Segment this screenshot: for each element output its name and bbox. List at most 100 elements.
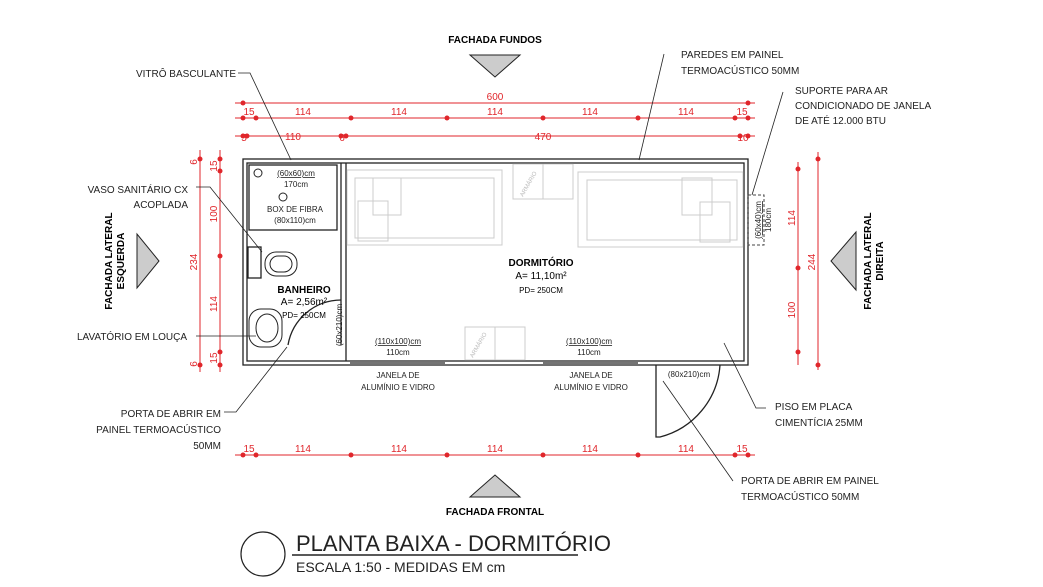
wardrobe-bottom: ARMÁRIO [464, 326, 526, 361]
svg-text:114: 114 [487, 107, 503, 118]
svg-text:15: 15 [243, 444, 255, 455]
sink [248, 308, 283, 348]
svg-text:(80x110)cm: (80x110)cm [274, 216, 316, 225]
svg-text:TERMOACÚSTICO 50MM: TERMOACÚSTICO 50MM [741, 490, 859, 503]
svg-text:170cm: 170cm [284, 180, 308, 189]
svg-text:A= 2,56m²: A= 2,56m² [281, 297, 328, 308]
svg-text:(60x210)cm: (60x210)cm [335, 304, 344, 347]
svg-text:114: 114 [787, 210, 798, 226]
facade-left-label-1: FACHADA LATERAL [104, 212, 115, 309]
shower-box [248, 164, 338, 231]
svg-text:110cm: 110cm [577, 348, 601, 357]
svg-text:15: 15 [243, 107, 255, 118]
svg-text:PISO EM PLACA: PISO EM PLACA [775, 402, 853, 413]
ac-support [747, 194, 765, 246]
svg-text:110cm: 110cm [386, 348, 410, 357]
wardrobe-top: ARMÁRIO [512, 163, 574, 200]
svg-text:15: 15 [736, 444, 748, 455]
svg-text:114: 114 [582, 444, 598, 455]
svg-text:JANELA DE: JANELA DE [376, 371, 419, 380]
svg-text:PORTA DE ABRIR EM PAINEL: PORTA DE ABRIR EM PAINEL [741, 476, 879, 487]
callouts: VITRÔ BASCULANTE PAREDES EM PAINEL TERMO… [77, 50, 931, 503]
svg-text:234: 234 [189, 253, 200, 270]
svg-text:LAVATÓRIO EM LOUÇA: LAVATÓRIO EM LOUÇA [77, 330, 187, 343]
svg-text:50MM: 50MM [193, 441, 221, 452]
drawing-scale: ESCALA 1:50 - MEDIDAS EM cm [296, 559, 505, 575]
svg-text:(60x60)cm: (60x60)cm [277, 169, 315, 178]
bed-left [346, 169, 503, 246]
svg-text:114: 114 [678, 444, 694, 455]
svg-text:114: 114 [678, 107, 694, 118]
facade-back-label: FACHADA FUNDOS [448, 35, 542, 46]
svg-text:244: 244 [807, 253, 818, 270]
facade-front-label: FACHADA FRONTAL [446, 507, 544, 518]
svg-text:CIMENTÍCIA 25MM: CIMENTÍCIA 25MM [775, 416, 863, 429]
svg-text:ARMÁRIO: ARMÁRIO [519, 170, 539, 198]
svg-text:(110x100)cm: (110x100)cm [375, 337, 421, 346]
svg-text:A= 11,10m²: A= 11,10m² [515, 271, 567, 282]
facade-front-arrow [468, 474, 522, 498]
svg-text:PORTA DE ABRIR EM: PORTA DE ABRIR EM [121, 409, 221, 420]
svg-text:15: 15 [209, 160, 220, 172]
walls [242, 158, 749, 366]
svg-text:180cm: 180cm [764, 208, 773, 232]
svg-text:ALUMÍNIO E VIDRO: ALUMÍNIO E VIDRO [361, 383, 435, 392]
svg-text:5: 5 [241, 133, 247, 144]
svg-text:CONDICIONADO DE JANELA: CONDICIONADO DE JANELA [795, 101, 931, 112]
svg-text:6: 6 [339, 133, 345, 144]
svg-text:114: 114 [209, 296, 220, 312]
svg-text:ARMÁRIO: ARMÁRIO [469, 331, 489, 359]
room-bathroom: BANHEIRO A= 2,56m² PD= 250CM [277, 285, 331, 320]
svg-text:110: 110 [285, 132, 301, 143]
svg-text:PAREDES EM PAINEL: PAREDES EM PAINEL [681, 50, 784, 61]
bathroom-door-swing [287, 299, 342, 346]
svg-text:15: 15 [736, 107, 748, 118]
dimension-lines [197, 100, 821, 458]
svg-text:JANELA DE: JANELA DE [569, 371, 612, 380]
dim-left: 234 6 15 100 114 15 6 [189, 159, 220, 367]
svg-text:ALUMÍNIO E VIDRO: ALUMÍNIO E VIDRO [554, 383, 628, 392]
svg-text:114: 114 [391, 444, 407, 455]
dim-bottom-row: 15 114 114 114 114 114 15 [243, 444, 748, 455]
svg-text:BANHEIRO: BANHEIRO [277, 285, 331, 296]
svg-text:DORMITÓRIO: DORMITÓRIO [509, 256, 574, 269]
svg-text:PD= 250CM: PD= 250CM [519, 286, 563, 295]
bed-right [577, 171, 744, 248]
svg-text:114: 114 [295, 107, 311, 118]
main-door [655, 364, 721, 438]
svg-text:6: 6 [189, 361, 200, 367]
facade-left-arrow [136, 232, 160, 290]
svg-text:PAINEL TERMOACÚSTICO: PAINEL TERMOACÚSTICO [96, 423, 221, 436]
svg-text:114: 114 [295, 444, 311, 455]
dim-right: 114 100 244 [787, 210, 818, 319]
svg-text:6: 6 [189, 159, 200, 165]
facade-back-arrow [468, 54, 522, 78]
svg-text:114: 114 [487, 444, 503, 455]
svg-text:100: 100 [787, 301, 798, 318]
svg-text:114: 114 [582, 107, 598, 118]
room-bedroom: DORMITÓRIO A= 11,10m² PD= 250CM [509, 256, 574, 295]
facade-left-label-2: ESQUERDA [116, 233, 127, 290]
facade-right-label-1: FACHADA LATERAL [863, 212, 874, 309]
dim-inner-row: 5 110 6 470 10 [241, 132, 749, 144]
drawing-title: PLANTA BAIXA - DORMITÓRIO [296, 531, 611, 556]
facade-right-label-2: DIREITA [875, 241, 886, 280]
svg-text:470: 470 [535, 132, 552, 143]
dim-top-row: 15 114 114 114 114 114 15 [243, 107, 748, 118]
toilet [247, 246, 298, 279]
svg-text:VITRÔ BASCULANTE: VITRÔ BASCULANTE [136, 67, 236, 80]
callout-leaders [196, 53, 784, 482]
svg-text:10: 10 [737, 133, 749, 144]
svg-text:15: 15 [209, 352, 220, 364]
svg-text:(110x100)cm: (110x100)cm [566, 337, 612, 346]
svg-text:PD= 250CM: PD= 250CM [282, 311, 326, 320]
svg-text:114: 114 [391, 107, 407, 118]
svg-text:(80x210)cm: (80x210)cm [668, 370, 711, 379]
svg-text:BOX DE FIBRA: BOX DE FIBRA [267, 205, 324, 214]
svg-text:SUPORTE PARA AR: SUPORTE PARA AR [795, 86, 888, 97]
svg-text:VASO SANITÁRIO CX: VASO SANITÁRIO CX [88, 183, 189, 196]
plan-notes: (60x60)cm 170cm BOX DE FIBRA (80x110)cm … [267, 169, 773, 392]
dim-total-width: 600 [487, 92, 504, 103]
facade-right-arrow [830, 230, 857, 292]
